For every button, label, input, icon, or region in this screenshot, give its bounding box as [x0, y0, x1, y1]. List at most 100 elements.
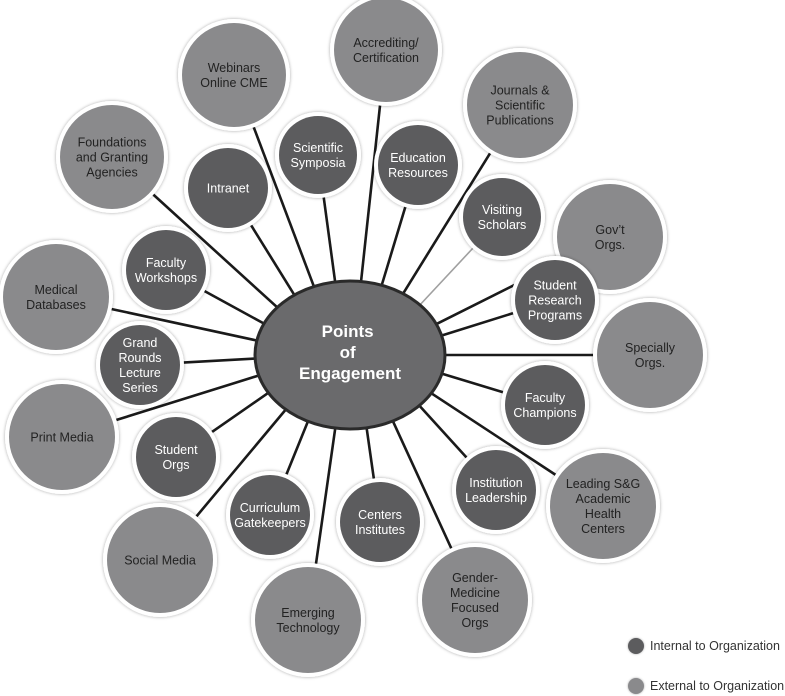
- node-circle-internal: [515, 260, 595, 340]
- node-circle-external: [597, 302, 703, 408]
- node-label-line: Academic: [576, 492, 631, 506]
- node-label-line: Visiting: [482, 203, 522, 217]
- node-label-line: Scientific: [495, 99, 545, 113]
- legend: Internal to Organization External to Org…: [628, 636, 784, 696]
- node-label-line: Online CME: [200, 76, 267, 90]
- node-circle-external: [557, 184, 663, 290]
- legend-label: Internal to Organization: [650, 639, 780, 653]
- legend-label: External to Organization: [650, 679, 785, 693]
- node-label-line: Journals &: [490, 84, 550, 98]
- connector-line-workshops: [203, 289, 267, 327]
- node-print-media: Print Media: [5, 380, 119, 494]
- node-label-line: Orgs.: [635, 356, 666, 370]
- node-label-line: Scholars: [478, 218, 527, 232]
- node-label-line: Symposia: [291, 156, 346, 170]
- legend-swatch-external: [628, 678, 644, 694]
- node-label-line: Resources: [388, 166, 448, 180]
- node-label-line: Webinars: [208, 61, 261, 75]
- center-label-line: of: [340, 343, 356, 362]
- node-circle-internal: [230, 475, 310, 555]
- node-label-line: Centers: [581, 522, 625, 536]
- node-circle-internal: [126, 230, 206, 310]
- node-label-line: Workshops: [135, 271, 197, 285]
- connector-line-curriculum: [284, 418, 310, 476]
- node-label-line: Rounds: [118, 351, 161, 365]
- node-label-line: Student: [154, 443, 198, 457]
- node-label-line: Emerging: [281, 606, 335, 620]
- node-circle-internal: [378, 125, 458, 205]
- node-label-line: Centers: [358, 508, 402, 522]
- connector-line-symposia: [322, 196, 337, 285]
- connector-line-student-orgs: [210, 390, 272, 434]
- node-label-line: Databases: [26, 298, 86, 312]
- node-circle-internal: [188, 148, 268, 228]
- node-label-line: Orgs: [162, 458, 189, 472]
- node-label: Accrediting/Certification: [353, 36, 419, 65]
- connector-line-emerging: [314, 425, 337, 565]
- node-label-line: Champions: [513, 406, 576, 420]
- node-label-line: Research: [528, 294, 582, 308]
- node-label-line: Medicine: [450, 586, 500, 600]
- node-label-line: Accrediting/: [353, 36, 419, 50]
- connector-line-medical-db: [110, 307, 260, 343]
- node-label-line: Agencies: [86, 166, 137, 180]
- node-label-line: Foundations: [78, 136, 147, 150]
- connector-line-visiting: [417, 247, 474, 308]
- connector-line-leading-sg: [428, 390, 557, 477]
- node-label-line: Series: [122, 381, 157, 395]
- connector-line-print-media: [115, 373, 262, 422]
- node-label-line: Education: [390, 151, 446, 165]
- node-circle-external: [60, 105, 164, 209]
- node-label-line: Institutes: [355, 523, 405, 537]
- node-label-line: Programs: [528, 309, 582, 323]
- node-accrediting: Accrediting/Certification: [330, 0, 442, 106]
- node-label-line: Curriculum: [240, 501, 300, 515]
- node-label-line: Technology: [276, 621, 340, 635]
- node-label-line: Faculty: [525, 391, 566, 405]
- node-circle-internal: [100, 325, 180, 405]
- legend-swatch-internal: [628, 638, 644, 654]
- node-circle-internal: [463, 178, 541, 256]
- center-label-line: Points: [322, 322, 374, 341]
- node-label-line: Focused: [451, 601, 499, 615]
- center-label: Points of Engagement: [299, 322, 401, 383]
- connector-line-foundations: [151, 193, 281, 311]
- node-label-line: Specially: [625, 341, 676, 355]
- center-node: Points of Engagement: [253, 279, 447, 431]
- node-circle-external: [107, 507, 213, 613]
- node-circle-external: [422, 547, 528, 653]
- node-label-line: Lecture: [119, 366, 161, 380]
- node-label: Print Media: [30, 431, 93, 445]
- center-label-line: Engagement: [299, 364, 401, 383]
- node-label-line: Faculty: [146, 256, 187, 270]
- node-label: Intranet: [207, 182, 250, 196]
- node-label-line: Leading S&G: [566, 477, 640, 491]
- node-circle-external: [467, 52, 573, 158]
- node-label-line: Gender-: [452, 571, 498, 585]
